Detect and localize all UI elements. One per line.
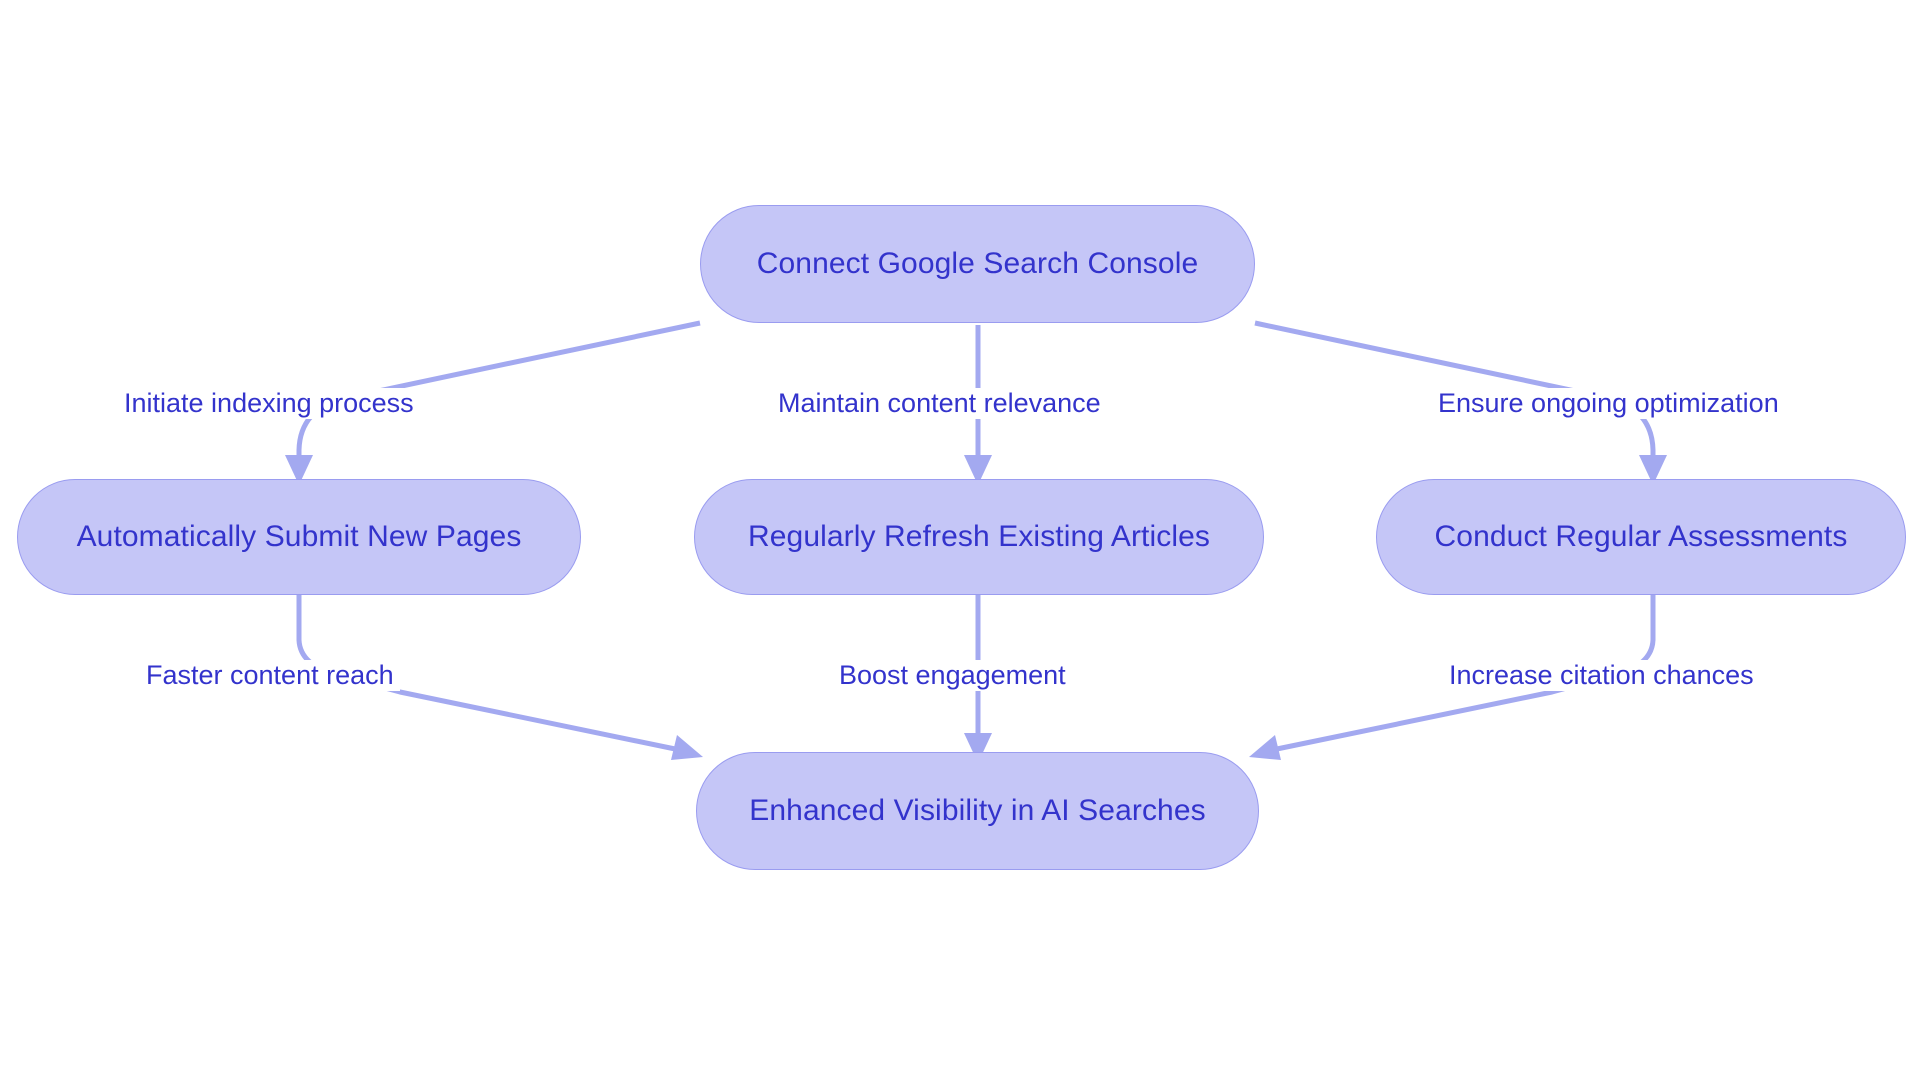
node-connect-google-search-console[interactable]: Connect Google Search Console xyxy=(700,205,1255,323)
arrow-head-increase-citation-chances xyxy=(1249,735,1281,760)
node-label: Automatically Submit New Pages xyxy=(76,520,522,553)
edge-label-faster-content-reach: Faster content reach xyxy=(140,660,400,691)
arrow-head-faster-content-reach xyxy=(671,735,703,760)
node-enhanced-visibility-in-ai-searches[interactable]: Enhanced Visibility in AI Searches xyxy=(696,752,1259,870)
arrow-head-boost-engagement xyxy=(964,733,992,763)
arrow-head-maintain-content-relevance xyxy=(964,455,992,485)
edge-label-initiate-indexing-process: Initiate indexing process xyxy=(118,388,420,419)
node-label: Enhanced Visibility in AI Searches xyxy=(749,794,1206,827)
arrow-head-initiate-indexing-process xyxy=(285,455,313,485)
node-regularly-refresh-existing-articles[interactable]: Regularly Refresh Existing Articles xyxy=(694,479,1264,595)
node-label: Regularly Refresh Existing Articles xyxy=(747,520,1210,553)
edge-label-maintain-content-relevance: Maintain content relevance xyxy=(772,388,1107,419)
node-automatically-submit-new-pages[interactable]: Automatically Submit New Pages xyxy=(17,479,581,595)
node-label: Conduct Regular Assessments xyxy=(1434,520,1848,553)
node-conduct-regular-assessments[interactable]: Conduct Regular Assessments xyxy=(1376,479,1906,595)
edge-label-ensure-ongoing-optimization: Ensure ongoing optimization xyxy=(1432,388,1785,419)
arrow-head-ensure-ongoing-optimization xyxy=(1639,455,1667,485)
edge-label-boost-engagement: Boost engagement xyxy=(833,660,1072,691)
node-label: Connect Google Search Console xyxy=(756,247,1199,280)
edge-label-increase-citation-chances: Increase citation chances xyxy=(1443,660,1760,691)
